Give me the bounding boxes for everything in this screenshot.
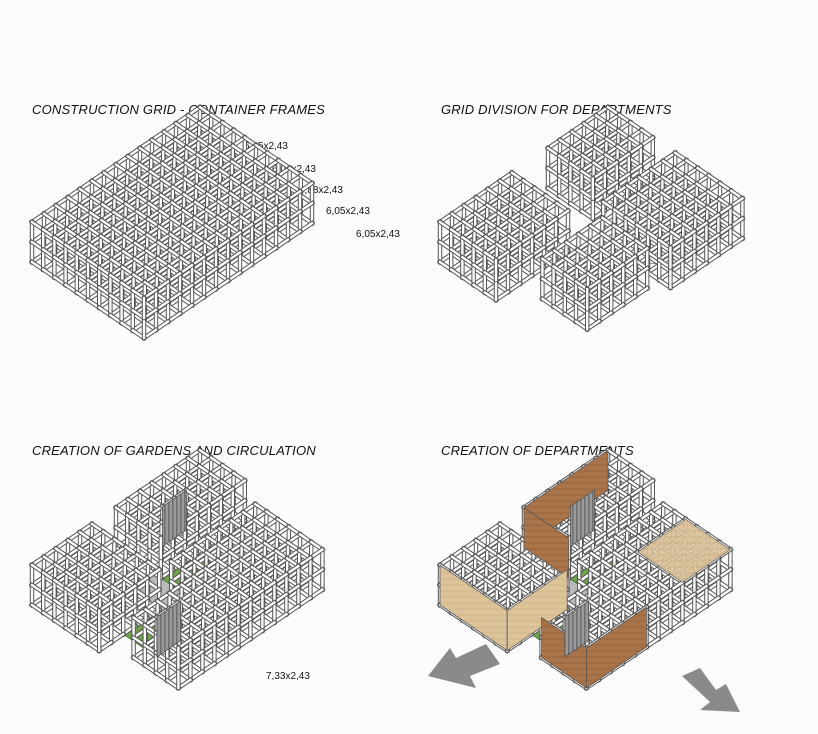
- department-grid-division: [436, 104, 746, 333]
- title-gardens-circulation: CREATION OF GARDENS AND CIRCULATION: [32, 443, 316, 458]
- dimension-label: 6,05x2,43: [356, 229, 400, 240]
- dimension-label: 7,33x2,43: [266, 671, 310, 682]
- title-departments: CREATION OF DEPARTMENTS: [441, 443, 634, 458]
- arrow-right-icon: [682, 668, 740, 712]
- gardens-circulation-grid: [28, 447, 326, 692]
- dimension-label: 6,05x2,43: [244, 141, 288, 152]
- dimension-label: 4,88x2,43: [299, 185, 343, 196]
- title-construction-grid: CONSTRUCTION GRID - CONTAINER FRAMES: [32, 102, 325, 117]
- departments-grid: [436, 447, 734, 692]
- arrow-left-icon: [428, 644, 500, 688]
- dimension-label: 6,05x2,43: [326, 206, 370, 217]
- construction-grid-frames: [28, 104, 316, 342]
